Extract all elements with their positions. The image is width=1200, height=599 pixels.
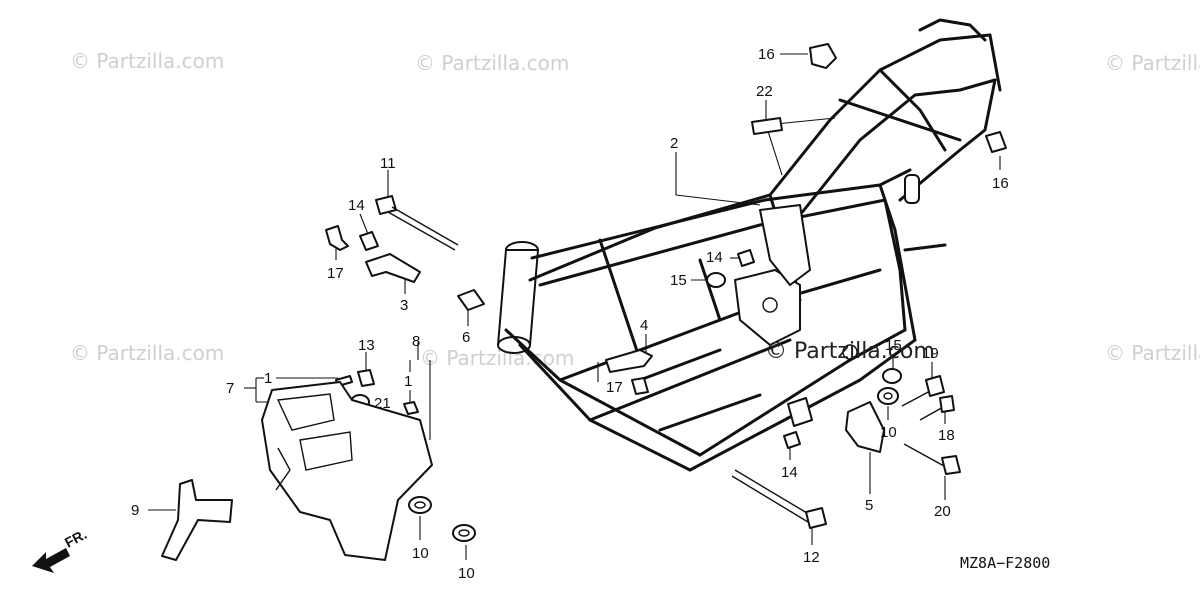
nut-part[interactable] (737, 249, 755, 267)
watermark: © Partzilla.com (415, 51, 569, 75)
bolt-part[interactable] (903, 443, 961, 475)
callout-10[interactable]: 10 (458, 565, 475, 582)
watermark-layer: © Partzilla.com © Partzilla.com © Partzi… (70, 49, 1200, 370)
bolt-part[interactable] (357, 369, 375, 387)
callout-labels: 2 22 16 16 11 14 17 3 6 8 1 13 21 1 7 9 … (131, 46, 1009, 582)
grommet-part[interactable] (877, 387, 899, 405)
bolt-part[interactable] (919, 395, 955, 421)
bolt-part[interactable] (901, 375, 945, 407)
stand-part[interactable] (161, 479, 233, 561)
diagram-code: MZ8A−F2800 (960, 554, 1050, 572)
callout-14[interactable]: 14 (706, 249, 723, 266)
bolt-part[interactable] (631, 377, 649, 395)
callout-3[interactable]: 3 (400, 297, 408, 314)
callout-1[interactable]: 1 (264, 370, 272, 387)
watermark: © Partzilla.com (1105, 51, 1200, 75)
clip-part[interactable] (809, 43, 837, 69)
callout-17[interactable]: 17 (606, 379, 623, 396)
bracket-part[interactable] (845, 401, 885, 453)
watermark: © Partzilla.com (70, 49, 224, 73)
bolt-part[interactable] (325, 225, 349, 251)
mount-block-part[interactable] (787, 397, 813, 427)
callout-14[interactable]: 14 (781, 464, 798, 481)
callout-17[interactable]: 17 (327, 265, 344, 282)
callout-1[interactable]: 1 (404, 373, 412, 390)
callout-13[interactable]: 13 (358, 337, 375, 354)
callout-10[interactable]: 10 (412, 545, 429, 562)
bracket-part[interactable] (605, 349, 653, 373)
callout-14[interactable]: 14 (348, 197, 365, 214)
callout-10[interactable]: 10 (880, 424, 897, 441)
main-frame-part[interactable] (497, 18, 1002, 472)
callout-15[interactable]: 15 (885, 337, 902, 354)
callout-2[interactable]: 2 (670, 135, 678, 152)
callout-12[interactable]: 12 (803, 549, 820, 566)
callout-19[interactable]: 19 (922, 345, 939, 362)
nut-part[interactable] (783, 431, 801, 449)
watermark: © Partzilla.com (1105, 341, 1200, 365)
collar-part[interactable] (457, 289, 485, 311)
callout-15[interactable]: 15 (670, 272, 687, 289)
callout-16[interactable]: 16 (758, 46, 775, 63)
callout-7[interactable]: 7 (226, 380, 234, 397)
callout-20[interactable]: 20 (934, 503, 951, 520)
grommet-part[interactable] (882, 368, 902, 384)
callout-9[interactable]: 9 (131, 502, 139, 519)
through-bolt-part[interactable] (375, 195, 459, 251)
small-parts (161, 43, 1007, 561)
nut-part[interactable] (359, 231, 379, 251)
watermark: © Partzilla.com (70, 341, 224, 365)
callout-22[interactable]: 22 (756, 83, 773, 100)
callout-11[interactable]: 11 (380, 155, 396, 172)
grommet-part[interactable] (706, 272, 726, 288)
grommet-part[interactable] (452, 524, 476, 542)
rubber-pad-part[interactable] (751, 117, 783, 135)
callout-21[interactable]: 21 (374, 395, 391, 412)
callout-8[interactable]: 8 (412, 333, 420, 350)
leader-lines (148, 53, 1001, 560)
callout-6[interactable]: 6 (462, 329, 470, 346)
bracket-part[interactable] (365, 253, 421, 283)
direction-label: FR. (62, 526, 89, 551)
callout-4[interactable]: 4 (640, 317, 648, 334)
grommet-part[interactable] (408, 496, 432, 514)
long-bolt-part[interactable] (731, 469, 827, 529)
watermark: © Partzilla.com (420, 346, 574, 370)
callout-5[interactable]: 5 (865, 497, 873, 514)
front-direction-arrow: FR. (32, 526, 89, 573)
callout-16[interactable]: 16 (992, 175, 1009, 192)
callout-18[interactable]: 18 (938, 427, 955, 444)
clip-part[interactable] (985, 131, 1007, 153)
watermark-center: © Partzilla.com (765, 339, 935, 364)
clip-part[interactable] (403, 401, 419, 415)
